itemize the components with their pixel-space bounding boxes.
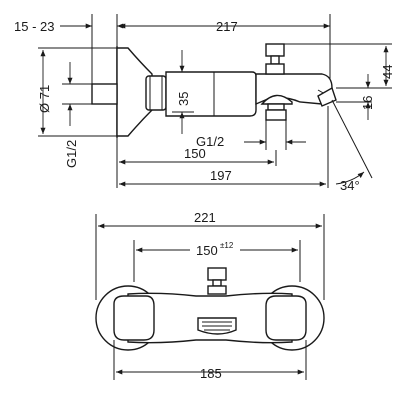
right-handle: [265, 295, 307, 341]
label-overall-width: 221: [194, 210, 216, 225]
dim-overall-width: 221: [95, 210, 325, 300]
dim-body-height: 35: [172, 50, 194, 134]
dim-thread-left: G1/2: [62, 62, 92, 168]
label-spout-offset: 16: [360, 96, 375, 110]
hose-thread: [265, 109, 287, 121]
dim-centre-distance: 150 ±12: [133, 240, 301, 282]
hose-connector: [260, 94, 293, 105]
dim-spout-height: 44: [284, 43, 395, 89]
label-depth-150: 150: [184, 146, 206, 161]
dim-depth-197: 197: [119, 106, 329, 188]
label-overall-depth: 217: [216, 19, 238, 34]
dim-overall-depth: 217: [119, 14, 331, 86]
mixer-body: [165, 71, 257, 117]
dim-spout-angle: 34°: [331, 99, 373, 193]
dim-rosette-diameter: Ø 71: [37, 47, 118, 137]
side-view: 15 - 23 217 Ø 71 G1/2: [14, 14, 395, 193]
label-rosette-diameter: Ø 71: [37, 85, 52, 113]
left-handle: [113, 295, 155, 341]
diverter-knob: [265, 43, 285, 57]
label-rosette-width: 185: [200, 366, 222, 381]
front-view: 221 150 ±12: [95, 210, 325, 381]
dim-depth-150: 150: [116, 136, 277, 188]
label-thread-left: G1/2: [64, 140, 79, 168]
spout-outlet: [317, 86, 337, 107]
union-nut: [145, 75, 167, 111]
label-spout-angle: 34°: [340, 178, 360, 193]
label-depth-197: 197: [210, 168, 232, 183]
label-body-height: 35: [176, 92, 191, 106]
label-centre-tolerance: ±12: [220, 241, 234, 250]
dim-spout-offset: 16: [336, 74, 375, 120]
s-union-pipe: [91, 83, 118, 105]
label-centre-distance: 150: [196, 243, 218, 258]
dim-thread-bottom: G1/2: [196, 120, 306, 150]
label-wall-range: 15 - 23: [14, 19, 54, 34]
label-thread-bottom: G1/2: [196, 134, 224, 149]
dim-rosette-width: 185: [113, 340, 307, 381]
front-diverter-knob: [207, 267, 227, 281]
label-spout-height: 44: [380, 65, 395, 79]
